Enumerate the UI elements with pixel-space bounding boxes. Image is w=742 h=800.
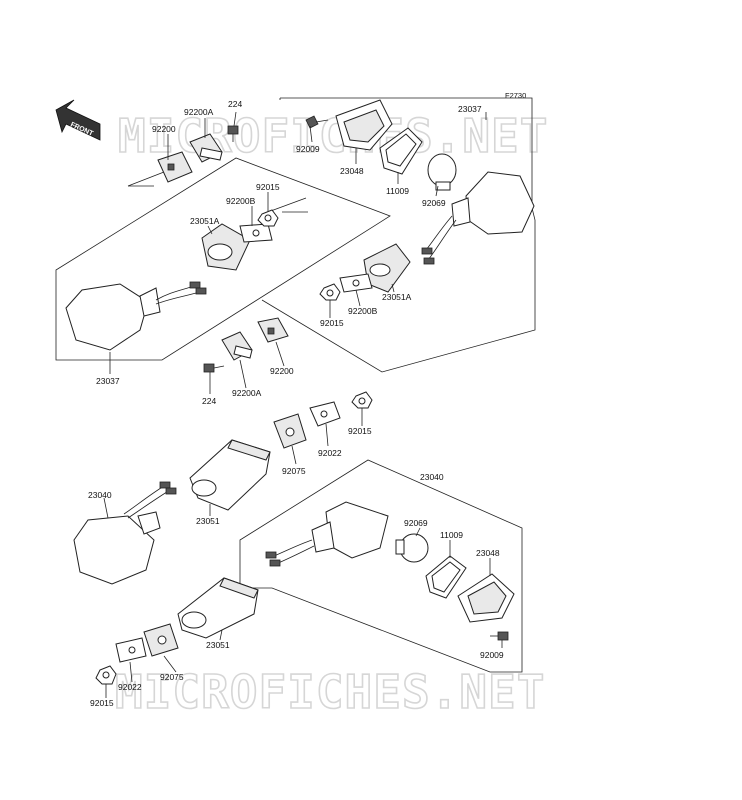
label-92009-lower: 92009 bbox=[480, 650, 504, 660]
watermark-bottom: MICROFICHES.NET bbox=[115, 665, 545, 719]
label-92015-lower: 92015 bbox=[90, 698, 114, 708]
part-11009-upper bbox=[379, 127, 423, 175]
label-23040-right: 23040 bbox=[420, 472, 444, 482]
label-23051-lower: 23051 bbox=[206, 640, 230, 650]
upper-left-group-box bbox=[55, 157, 391, 361]
label-23037-top: 23037 bbox=[458, 104, 482, 114]
leader-lines bbox=[103, 111, 503, 698]
label-23048-lower: 23048 bbox=[476, 548, 500, 558]
part-92015-right bbox=[319, 283, 341, 301]
label-92069-top: 92069 bbox=[422, 198, 446, 208]
part-23037-left bbox=[65, 281, 207, 351]
part-23048-lower bbox=[457, 573, 515, 623]
label-92200B-left: 92200B bbox=[226, 196, 256, 206]
label-92200A-top: 92200A bbox=[184, 107, 214, 117]
label-23048-top: 23048 bbox=[340, 166, 364, 176]
part-92200-upper bbox=[157, 151, 193, 183]
part-92200B-right bbox=[339, 273, 373, 293]
part-23051-upper bbox=[189, 439, 271, 511]
part-92015-left bbox=[257, 209, 279, 227]
part-92022-upper bbox=[309, 401, 341, 427]
label-224-top: 224 bbox=[228, 99, 242, 109]
part-92015-lower-upper bbox=[351, 391, 373, 409]
figure-code: F2730 bbox=[505, 91, 526, 100]
label-23051A-right: 23051A bbox=[382, 292, 412, 302]
part-92200-middle bbox=[257, 317, 289, 343]
part-92069-upper bbox=[427, 153, 457, 191]
part-23040-right bbox=[265, 501, 389, 567]
label-23051-upper: 23051 bbox=[196, 516, 220, 526]
label-92009-top: 92009 bbox=[296, 144, 320, 154]
label-92015-left: 92015 bbox=[256, 182, 280, 192]
part-92200A-upper bbox=[189, 133, 223, 163]
label-23051A-left: 23051A bbox=[190, 216, 220, 226]
label-92200-top: 92200 bbox=[152, 124, 176, 134]
part-11009-lower bbox=[425, 555, 467, 599]
front-arrow-icon: FRONT bbox=[55, 99, 101, 141]
label-92075-upper: 92075 bbox=[282, 466, 306, 476]
label-11009-lower: 11009 bbox=[440, 530, 463, 540]
lower-right-group-box bbox=[239, 459, 523, 673]
label-92069-lower: 92069 bbox=[404, 518, 428, 528]
part-92022-lower bbox=[115, 637, 147, 663]
part-92075-upper bbox=[273, 413, 307, 449]
upper-right-group-box bbox=[261, 97, 536, 373]
part-92200A-middle bbox=[221, 331, 253, 361]
label-92015-right: 92015 bbox=[320, 318, 344, 328]
part-224-middle bbox=[203, 363, 225, 373]
part-92200B-left bbox=[239, 223, 273, 243]
part-92075-lower bbox=[143, 623, 179, 657]
label-92022-upper: 92022 bbox=[318, 448, 342, 458]
label-23037-left: 23037 bbox=[96, 376, 120, 386]
part-224-upper bbox=[227, 125, 239, 142]
part-23040-left bbox=[73, 481, 177, 585]
label-23040-left: 23040 bbox=[88, 490, 112, 500]
part-92009-lower bbox=[490, 631, 509, 641]
part-23037-upper-right bbox=[421, 171, 535, 265]
part-92015-lower bbox=[95, 665, 117, 685]
label-92075-lower: 92075 bbox=[160, 672, 184, 682]
label-92015-lower-upper: 92015 bbox=[348, 426, 372, 436]
label-92022-lower: 92022 bbox=[118, 682, 142, 692]
part-23048-upper bbox=[335, 99, 393, 151]
label-11009-top: 11009 bbox=[386, 186, 409, 196]
label-224-middle: 224 bbox=[202, 396, 216, 406]
label-92200-middle: 92200 bbox=[270, 366, 294, 376]
watermark-top: MICROFICHES.NET bbox=[118, 109, 548, 163]
label-92200A-middle: 92200A bbox=[232, 388, 262, 398]
part-23051A-left bbox=[201, 223, 251, 271]
part-92009-upper bbox=[305, 115, 329, 129]
part-92069-lower bbox=[395, 533, 429, 563]
label-92200B-right: 92200B bbox=[348, 306, 378, 316]
part-23051-lower bbox=[177, 577, 259, 639]
